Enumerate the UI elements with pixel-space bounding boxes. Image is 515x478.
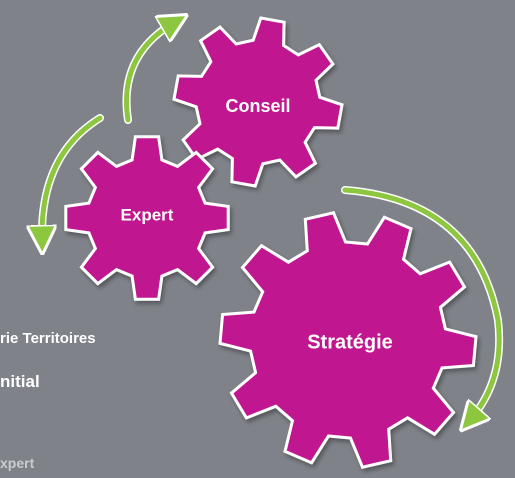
gear-expert [64,135,230,301]
side-text-line-2: nitial [0,372,40,391]
gear-strategie [218,211,478,469]
gear-label-strategie: Stratégie [307,331,393,353]
gear-label-expert: Expert [121,205,174,224]
side-text-line-1: rie Territoires [0,330,96,347]
side-text-line-3: xpert [0,455,35,471]
gear-conseil [172,16,344,188]
gear-label-conseil: Conseil [225,96,290,116]
